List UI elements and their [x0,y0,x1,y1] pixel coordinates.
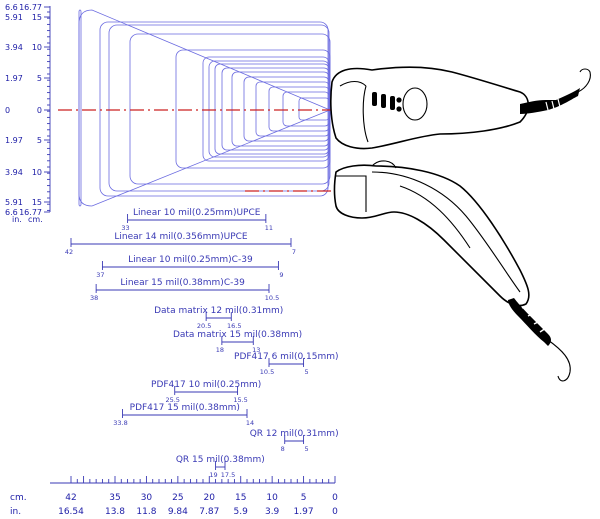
range-far-value: 33.8 [113,419,127,427]
bottom-axis-inch-label: 5.9 [234,507,249,517]
range-label: Data matrix 15 mil(0.38mm) [173,330,302,340]
range-label: Linear 15 mil(0.38mm)C-39 [120,278,245,288]
bottom-axis-inch-label: 1.97 [294,507,314,517]
range-far-value: 37 [96,271,104,279]
range-far-value: 8 [281,445,285,453]
range-label: Data matrix 12 mil(0.31mm) [154,306,283,316]
bottom-axis-cm-label: 42 [65,493,76,503]
left-axis-inch-label: 5.91 [5,13,23,22]
range-row: PDF417 15 mil(0.38mm)33.8 14 [113,403,254,427]
bottom-axis-cm-label: 15 [235,493,246,503]
left-axis-cm-label: 16.77 [19,3,42,12]
range-label: Linear 10 mil(0.25mm)UPCE [133,208,261,218]
bottom-axis: 42 16.54 35 13.8 30 11.8 25 9.84 20 7.87 15 5.9 10 3.… [10,476,338,517]
range-far-value: 25.5 [165,396,179,404]
bottom-axis-cm-label: 0 [332,493,338,503]
range-near-value: 17.5 [221,471,235,479]
range-label: QR 15 mil(0.38mm) [176,455,265,465]
bottom-axis-inch-label: 3.9 [265,507,280,517]
left-axis-cm-label: 0 [37,106,42,115]
bottom-axis-cm-label: 35 [109,493,120,503]
range-row: QR 15 mil(0.38mm) 19 17.5 [176,455,265,479]
left-axis-cm-label: 15 [32,198,42,207]
left-axis-inch-label: 0 [5,106,10,115]
range-row: PDF417 6 mil(0.15mm) 10.5 5 [234,352,339,376]
range-near-value: 13 [252,346,260,354]
range-near-value: 14 [246,419,254,427]
range-label: PDF417 10 mil(0.25mm) [151,380,261,390]
left-axis-cm-label: 5 [37,136,42,145]
left-axis-inch-label: 6.6 [5,208,18,217]
left-axis-inch-label: 5.91 [5,198,23,207]
range-near-value: 10.5 [265,294,279,302]
range-near-value: 16.5 [227,322,241,330]
range-far-value: 38 [90,294,98,302]
range-label: QR 12 mil(0.31mm) [250,429,339,439]
left-axis-header-cm: cm. [28,215,43,224]
range-near-value: 7 [292,248,296,256]
range-near-value: 9 [279,271,283,279]
range-row: Linear 10 mil(0.25mm)C-39 37 9 [96,255,283,279]
left-axis-inch-label: 3.94 [5,168,23,177]
range-label: Linear 14 mil(0.356mm)UPCE [114,232,248,242]
bottom-axis-inch-label: 0 [332,507,338,517]
bottom-axis-cm-label: 25 [172,493,183,503]
range-far-value: 18 [216,346,224,354]
bottom-axis-inch-label: 16.54 [58,507,84,517]
range-row: QR 12 mil(0.31mm) 8 5 [250,429,339,453]
bottom-axis-inch-label: 7.87 [199,507,219,517]
range-near-value: 5 [305,368,309,376]
left-axis-cm-label: 10 [32,43,42,52]
left-axis-header-in: in. [12,215,22,224]
range-row: PDF417 10 mil(0.25mm) 25.5 15.5 [151,380,261,404]
range-near-value: 15.5 [233,396,247,404]
range-row: Data matrix 12 mil(0.31mm) 20.5 16.5 [154,306,283,330]
field-of-view-fan [78,9,332,207]
bottom-axis-cm-label: 30 [141,493,153,503]
range-far-value: 20.5 [197,322,211,330]
range-far-value: 10.5 [260,368,274,376]
scanner-top-view [330,66,591,150]
range-row: Linear 15 mil(0.38mm)C-39 38 10.5 [90,278,279,302]
range-row: Linear 14 mil(0.356mm)UPCE 42 7 [65,232,296,256]
bottom-axis-label-cm: cm. [10,493,27,503]
left-axis-cm-label: 10 [32,168,42,177]
left-axis-inch-label: 3.94 [5,43,23,52]
range-label: Linear 10 mil(0.25mm)C-39 [128,255,253,265]
scanner-side-view [333,160,571,382]
bottom-axis-cm-label: 20 [204,493,216,503]
range-far-value: 42 [65,248,73,256]
range-far-value: 19 [209,471,217,479]
range-near-value: 5 [305,445,309,453]
bottom-axis-cm-label: 10 [266,493,278,503]
bottom-axis-inch-label: 9.84 [168,507,188,517]
bottom-axis-inch-label: 13.8 [105,507,125,517]
left-axis-cm-label: 15 [32,13,42,22]
range-row: Data matrix 15 mil(0.38mm) 18 13 [173,330,302,354]
left-axis-cm-label: 5 [37,74,42,83]
bottom-axis-label-in: in. [10,507,21,517]
left-axis-cm-label: 16.77 [19,208,42,217]
range-far-value: 33 [121,224,129,232]
left-axis-inch-label: 6.6 [5,3,18,12]
range-label: PDF417 6 mil(0.15mm) [234,352,339,362]
bottom-axis-inch-label: 11.8 [136,507,156,517]
range-near-value: 11 [265,224,273,232]
range-label: PDF417 15 mil(0.38mm) [130,403,240,413]
left-axis-inch-label: 1.97 [5,136,23,145]
bottom-axis-cm-label: 5 [301,493,307,503]
left-axis-inch-label: 1.97 [5,74,23,83]
range-row: Linear 10 mil(0.25mm)UPCE 33 11 [121,208,273,232]
